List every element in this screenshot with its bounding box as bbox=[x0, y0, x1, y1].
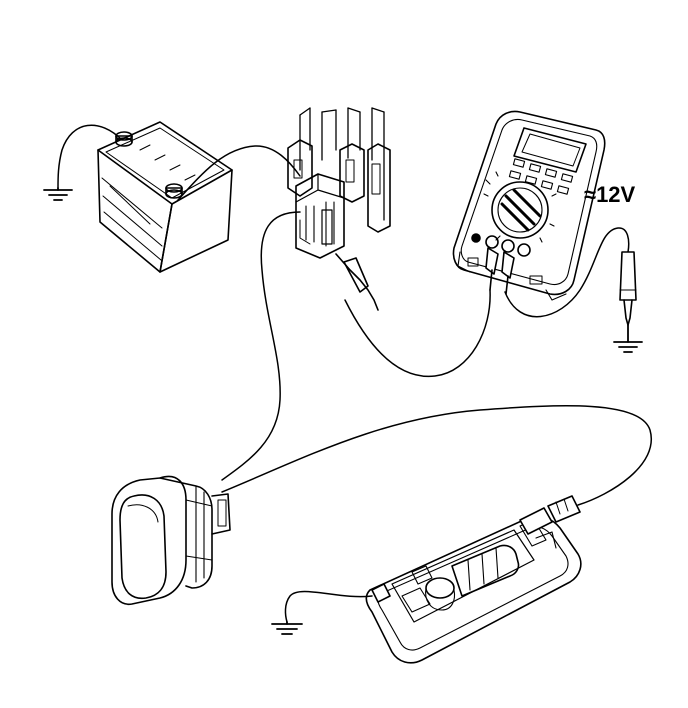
wires bbox=[57, 124, 653, 623]
switch-icon bbox=[111, 475, 231, 606]
ground-icon bbox=[271, 621, 303, 635]
ground-icon bbox=[43, 187, 73, 201]
battery-icon bbox=[97, 121, 233, 273]
wire-meter-probe bbox=[344, 289, 491, 378]
ground-icon bbox=[613, 324, 643, 353]
wire-switch-lamp bbox=[221, 405, 653, 506]
wire-battery-ground bbox=[57, 124, 123, 189]
lamp-assembly-icon bbox=[365, 495, 582, 664]
test-probe-icon bbox=[619, 251, 637, 326]
wire-battery-fusebox bbox=[177, 145, 301, 201]
voltage-reading-label: ≈12V bbox=[584, 182, 636, 207]
wire-lamp-ground bbox=[284, 590, 373, 623]
fuse-box-icon bbox=[287, 107, 391, 311]
wire-meter-ground-probe bbox=[504, 227, 630, 318]
wire-fusebox-switch bbox=[221, 211, 301, 481]
multimeter-icon bbox=[452, 110, 606, 301]
